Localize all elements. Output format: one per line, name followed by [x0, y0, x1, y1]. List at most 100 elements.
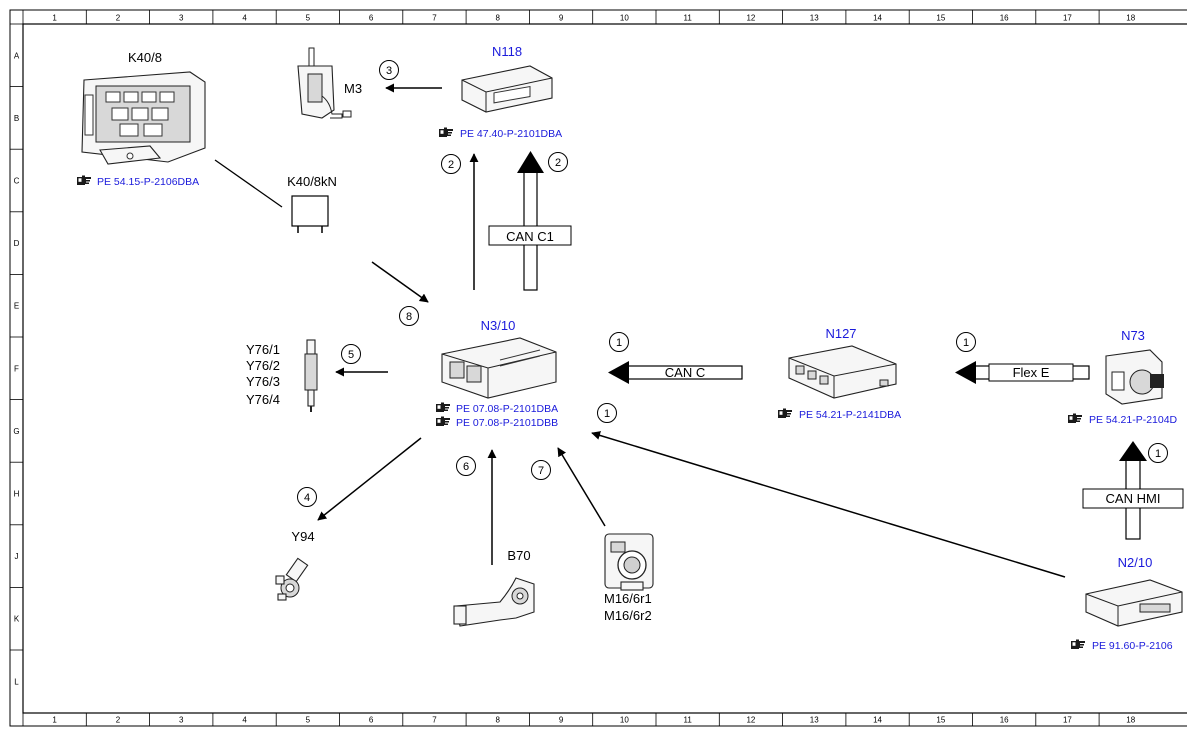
signal-number-1b: 1	[597, 403, 617, 423]
component-y76[interactable]: Y76/1 Y76/2 Y76/3 Y76/4	[246, 339, 318, 412]
bus-arrow-can-hmi: CAN HMI	[1082, 441, 1184, 540]
column-number: 6	[369, 14, 374, 23]
doc-ref-n2-10[interactable]: PE 91.60-P-2106	[1092, 640, 1173, 652]
component-label-y94: Y94	[291, 529, 314, 544]
svg-text:5: 5	[348, 349, 354, 361]
signal-number-5: 5	[341, 344, 361, 364]
engine-control-unit-illustration	[441, 337, 557, 399]
fuse-box-illustration	[81, 71, 206, 165]
row-letter: E	[14, 302, 19, 311]
row-letter: K	[14, 615, 20, 624]
control-unit-illustration	[461, 65, 553, 113]
column-number: 3	[179, 716, 184, 725]
component-label-m16-6r1: M16/6r1	[604, 591, 652, 606]
doc-ref-n3-10-b[interactable]: PE 07.08-P-2101DBB	[456, 417, 558, 429]
arrow-m16-to-n3-10	[557, 447, 606, 527]
signal-number-1c: 1	[956, 332, 976, 352]
component-y94[interactable]: Y94	[275, 529, 315, 601]
column-number: 8	[496, 14, 501, 23]
bus-arrow-flex-e: Flex E	[955, 361, 1090, 384]
svg-text:1: 1	[616, 337, 622, 349]
component-label-n3-10: N3/10	[481, 318, 516, 333]
component-k40-8kn[interactable]: K40/8kN	[287, 174, 337, 233]
svg-text:2: 2	[448, 159, 454, 171]
column-number: 18	[1126, 716, 1135, 725]
connections	[214, 83, 1066, 578]
doc-ref-n3-10-a[interactable]: PE 07.08-P-2101DBA	[456, 403, 558, 415]
column-number: 1	[52, 14, 57, 23]
bus-label-flex-e: Flex E	[1013, 365, 1050, 380]
component-label-n2-10: N2/10	[1118, 555, 1153, 570]
column-number: 10	[620, 14, 629, 23]
column-number: 2	[116, 716, 121, 725]
signal-number-6: 6	[456, 456, 476, 476]
signal-number-2a: 2	[441, 154, 461, 174]
component-label-y76-2: Y76/2	[246, 358, 280, 373]
component-k40-8[interactable]: K40/8 PE 54.15-P-2106DBA	[77, 50, 206, 188]
column-number: 18	[1126, 14, 1135, 23]
column-number: 15	[936, 14, 945, 23]
doc-ref-k40-8[interactable]: PE 54.15-P-2106DBA	[97, 176, 199, 188]
signal-number-1a: 1	[609, 332, 629, 352]
component-label-n73: N73	[1121, 328, 1145, 343]
doc-ref-n73[interactable]: PE 54.21-P-2104D	[1089, 414, 1178, 426]
component-label-m3: M3	[344, 81, 362, 96]
column-number: 13	[810, 716, 819, 725]
fuel-pump-illustration	[297, 47, 352, 119]
signal-number-8: 8	[399, 306, 419, 326]
row-letter: F	[14, 364, 19, 373]
svg-text:4: 4	[304, 492, 310, 504]
component-b70[interactable]: B70	[453, 548, 535, 627]
control-unit-illustration	[1085, 579, 1183, 627]
row-letter: A	[14, 51, 20, 60]
arrow-n2-10-to-n3-10	[591, 431, 1066, 578]
signal-number-2b: 2	[548, 152, 568, 172]
arrow-n3-10-to-y94	[317, 437, 422, 521]
row-letter: J	[15, 552, 19, 561]
column-number: 3	[179, 14, 184, 23]
component-label-k40-8: K40/8	[128, 50, 162, 65]
column-number: 11	[683, 716, 692, 725]
signal-number-1d: 1	[1148, 443, 1168, 463]
svg-text:1: 1	[604, 408, 610, 420]
column-number: 5	[306, 716, 311, 725]
column-number: 7	[432, 14, 437, 23]
column-number: 2	[116, 14, 121, 23]
column-number: 13	[810, 14, 819, 23]
component-n73[interactable]: N73 PE 54.21-P-2104D	[1068, 328, 1178, 426]
arrow-k40-8kn-to-n3-10	[371, 261, 429, 303]
svg-text:2: 2	[555, 157, 561, 169]
control-unit-illustration	[788, 345, 897, 399]
relay-icon	[291, 195, 329, 233]
column-number: 16	[1000, 716, 1009, 725]
column-number: 4	[242, 14, 247, 23]
column-number: 12	[746, 14, 755, 23]
crankshaft-sensor-illustration	[453, 577, 535, 627]
bus-label-can-c: CAN C	[665, 365, 705, 380]
doc-ref-n127[interactable]: PE 54.21-P-2141DBA	[799, 409, 901, 421]
component-label-n127: N127	[825, 326, 856, 341]
component-m3[interactable]: M3	[297, 47, 362, 119]
column-number: 4	[242, 716, 247, 725]
component-n2-10[interactable]: N2/10 PE 91.60-P-2106	[1071, 555, 1183, 652]
doc-ref-n118[interactable]: PE 47.40-P-2101DBA	[460, 128, 562, 140]
component-n118[interactable]: N118 PE 47.40-P-2101DBA	[439, 44, 562, 140]
component-n127[interactable]: N127 PE 54.21-P-2141DBA	[778, 326, 901, 421]
component-n3-10[interactable]: N3/10 PE 07.08-P-2101DBA PE 07.08-P-2101…	[436, 318, 558, 429]
column-number: 7	[432, 716, 437, 725]
row-letter: H	[14, 490, 20, 499]
signal-number-4: 4	[297, 487, 317, 507]
component-label-m16-6r2: M16/6r2	[604, 608, 652, 623]
link-k40-8-to-k40-8kn	[214, 159, 283, 208]
column-number: 5	[306, 14, 311, 23]
component-label-n118: N118	[492, 44, 522, 59]
bus-arrow-can-c: CAN C	[608, 361, 743, 384]
component-m16-6[interactable]: M16/6r1 M16/6r2	[604, 533, 654, 623]
column-number: 16	[1000, 14, 1009, 23]
column-number: 9	[559, 716, 564, 725]
row-letter: G	[13, 427, 19, 436]
signal-numbers: 3 2 2 8 5 4 6 7 1 1 1 1	[297, 60, 1168, 507]
